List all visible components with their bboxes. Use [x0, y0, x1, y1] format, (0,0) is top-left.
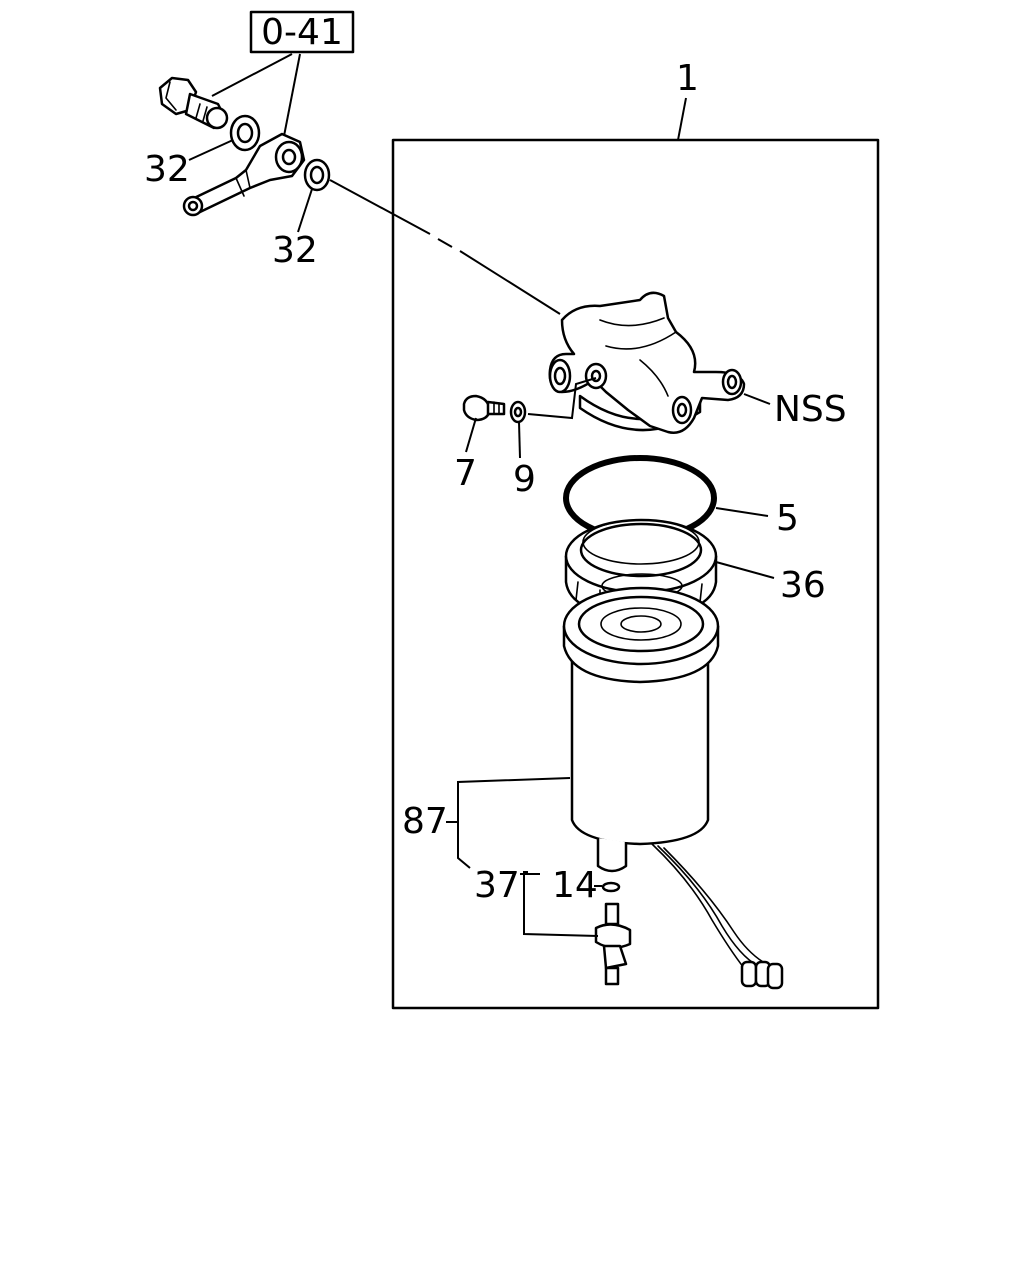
reference-box-label: 0-41: [261, 12, 343, 53]
leader-ref-eye: [283, 53, 301, 137]
o-ring-14[interactable]: [601, 881, 621, 893]
washer-9[interactable]: [509, 400, 527, 424]
callout-nss: NSS: [774, 389, 847, 430]
banjo-bolt[interactable]: [158, 76, 229, 130]
alignment-line: [329, 179, 561, 315]
callout-5: 5: [776, 498, 799, 539]
assembly-box: [391, 138, 880, 1010]
callout-87: 87: [402, 801, 448, 842]
filter-cartridge[interactable]: [562, 586, 784, 990]
callout-1: 1: [676, 58, 699, 99]
leader-7: [465, 417, 477, 453]
washer-lower[interactable]: [303, 158, 331, 192]
leader-ref-bolt: [211, 53, 293, 97]
bleeder-bolt[interactable]: [462, 394, 506, 422]
callout-9: 9: [513, 459, 536, 500]
leader-1: [677, 97, 687, 141]
leader-36: [715, 561, 775, 579]
callout-14: 14: [552, 865, 598, 906]
filter-head[interactable]: [548, 291, 746, 434]
leader-32-upper: [188, 139, 234, 161]
leader-87: [446, 777, 571, 869]
leader-9: [518, 421, 521, 459]
leader-nss: [743, 393, 771, 405]
washer-upper[interactable]: [229, 114, 261, 152]
callout-32-lower: 32: [272, 230, 318, 271]
leader-5: [715, 507, 769, 517]
leader-32-lower: [297, 188, 313, 233]
callout-7: 7: [454, 453, 477, 494]
leader-37: [523, 871, 599, 937]
callout-32-upper: 32: [144, 149, 190, 190]
reference-box[interactable]: 0-41: [249, 10, 355, 54]
callout-37: 37: [474, 865, 520, 906]
callout-36: 36: [780, 565, 826, 606]
banjo-pipe[interactable]: [182, 132, 306, 217]
drain-plug[interactable]: [594, 902, 632, 986]
leader-9-to-head: [527, 377, 597, 420]
